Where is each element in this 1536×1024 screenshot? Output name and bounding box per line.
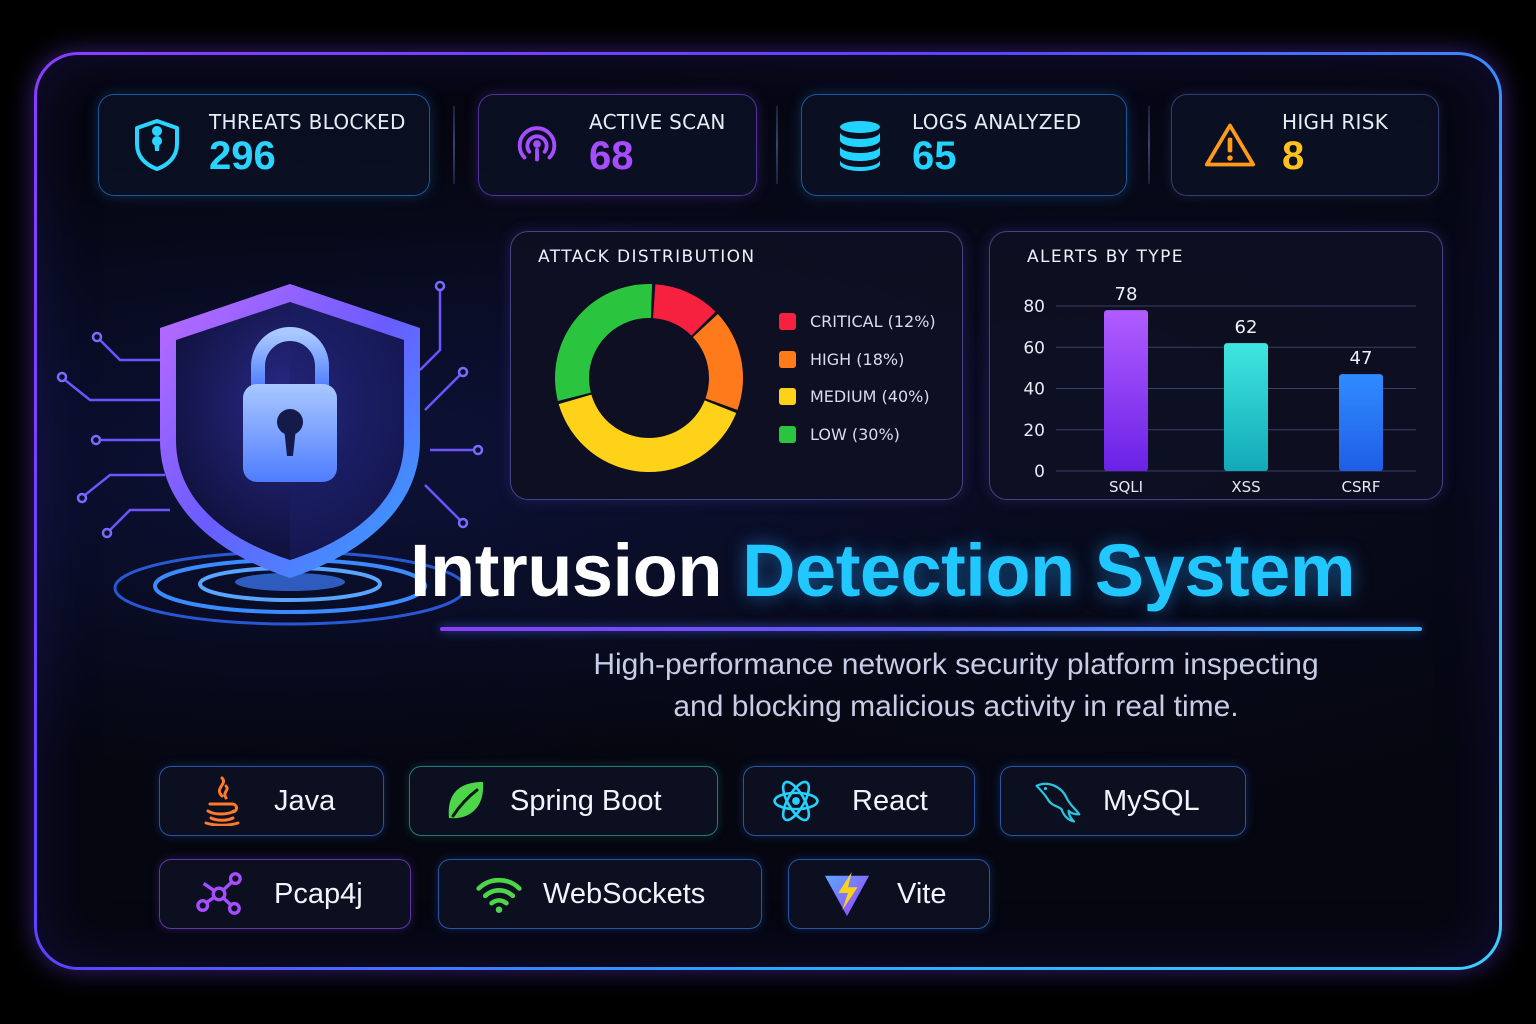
tech-label: Spring Boot [510, 784, 662, 817]
bar-value-label: 47 [1350, 348, 1373, 369]
legend-item-critical: CRITICAL (12%) [779, 312, 936, 331]
subtitle-line-1: High-performance network security platfo… [593, 648, 1319, 681]
stat-value: 296 [209, 134, 276, 178]
tech-label: WebSockets [543, 877, 706, 910]
legend-item-high: HIGH (18%) [779, 350, 904, 369]
stat-logs-analyzed[interactable]: LOGS ANALYZED 65 [801, 94, 1127, 196]
shield-icon [131, 119, 183, 171]
legend-swatch [779, 313, 796, 330]
legend-swatch [779, 351, 796, 368]
panel-title: ALERTS BY TYPE [1027, 247, 1184, 267]
legend-item-medium: MEDIUM (40%) [779, 387, 930, 406]
donut-slice [692, 313, 743, 410]
legend-item-low: LOW (30%) [779, 425, 900, 444]
attack-donut-chart [555, 284, 743, 472]
tech-pill-spring-boot[interactable]: Spring Boot [409, 766, 718, 836]
stat-label: HIGH RISK [1282, 110, 1389, 134]
bar-xss [1224, 343, 1268, 471]
x-tick-label: CSRF [1341, 478, 1380, 496]
tech-label: Java [274, 784, 336, 817]
subtitle-line-2: and blocking malicious activity in real … [673, 690, 1239, 723]
y-tick-label: 60 [1023, 338, 1045, 358]
stat-high-risk[interactable]: HIGH RISK 8 [1171, 94, 1439, 196]
bar-value-label: 78 [1115, 284, 1138, 305]
stat-threats-blocked[interactable]: THREATS BLOCKED 296 [98, 94, 430, 196]
warning-icon [1204, 119, 1256, 171]
database-icon [834, 119, 886, 171]
tech-label: Pcap4j [274, 877, 363, 910]
tech-pill-pcap4j[interactable]: Pcap4j [159, 859, 411, 929]
stat-label: THREATS BLOCKED [209, 110, 406, 134]
stat-label: LOGS ANALYZED [912, 110, 1082, 134]
legend-label: MEDIUM (40%) [810, 387, 930, 406]
stat-value: 68 [589, 134, 634, 178]
y-tick-label: 0 [1034, 462, 1045, 482]
legend-swatch [779, 388, 796, 405]
wifi-icon [475, 870, 523, 918]
divider [453, 106, 455, 184]
bar-sqli [1104, 310, 1148, 471]
title-part-detection-system: Detection System [742, 529, 1356, 612]
title-part-intrusion: Intrusion [410, 529, 723, 612]
legend-label: HIGH (18%) [810, 350, 905, 369]
x-tick-label: SQLI [1109, 478, 1143, 496]
divider [776, 106, 778, 184]
tech-label: React [852, 784, 928, 817]
panel-title: ATTACK DISTRIBUTION [538, 247, 756, 267]
legend-swatch [779, 426, 796, 443]
spring-leaf-icon [442, 777, 490, 825]
react-atom-icon [772, 777, 820, 825]
stat-label: ACTIVE SCAN [589, 110, 726, 134]
legend-label: LOW (30%) [810, 425, 900, 444]
tech-pill-websockets[interactable]: WebSockets [438, 859, 762, 929]
stat-active-scan[interactable]: ACTIVE SCAN 68 [478, 94, 757, 196]
stat-value: 65 [912, 134, 957, 178]
shield-lock-illustration [56, 280, 484, 626]
y-tick-label: 20 [1023, 421, 1045, 441]
tech-label: Vite [897, 877, 947, 910]
legend-label: CRITICAL (12%) [810, 312, 936, 331]
donut-slice [653, 284, 716, 336]
tech-pill-mysql[interactable]: MySQL [1000, 766, 1246, 836]
bar-csrf [1339, 374, 1383, 471]
mysql-dolphin-icon [1033, 777, 1081, 825]
java-icon [198, 776, 246, 826]
y-tick-label: 80 [1023, 297, 1045, 317]
donut-slice [558, 394, 737, 472]
y-tick-label: 40 [1023, 380, 1045, 400]
bar-value-label: 62 [1235, 317, 1258, 338]
tech-pill-react[interactable]: React [743, 766, 975, 836]
tech-pill-vite[interactable]: Vite [788, 859, 990, 929]
page-title: Intrusion Detection System [410, 528, 1356, 613]
attack-distribution-panel: ATTACK DISTRIBUTION CRITICAL (12%) HIGH … [510, 231, 963, 500]
network-graph-icon [196, 870, 244, 918]
donut-slice [555, 284, 653, 401]
tech-label: MySQL [1103, 784, 1200, 817]
title-underline [440, 627, 1422, 631]
x-tick-label: XSS [1231, 478, 1260, 496]
vite-bolt-icon [823, 870, 871, 918]
tech-pill-java[interactable]: Java [159, 766, 384, 836]
divider [1148, 106, 1150, 184]
scan-signal-icon [511, 119, 563, 171]
stat-value: 8 [1282, 134, 1305, 178]
